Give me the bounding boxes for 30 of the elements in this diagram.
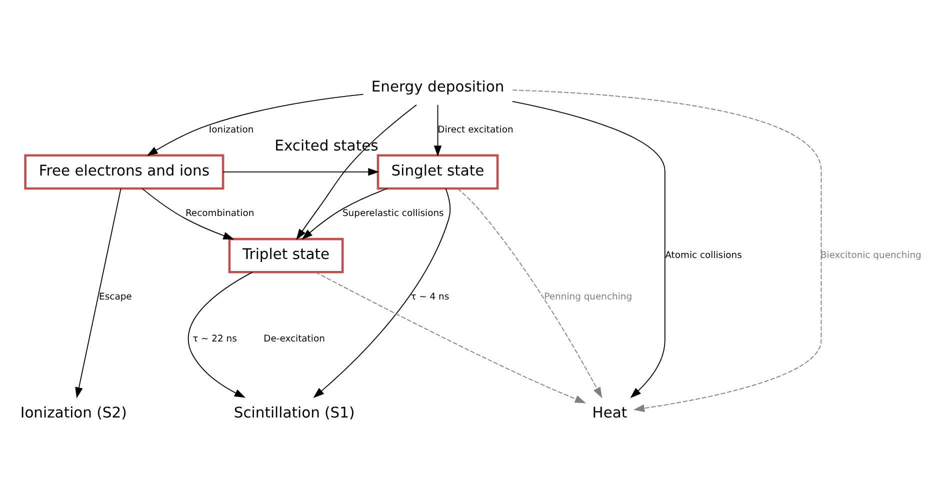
edge-label: Recombination [185,208,254,219]
arrow [75,188,122,398]
arrow [313,188,451,398]
label: De-excitation [264,333,325,344]
node-text: Heat [592,404,628,421]
node-box: Free electrons and ions [24,154,224,190]
arrow [457,188,602,398]
arrow [434,104,442,156]
edge-label: Superelastic collisions [342,208,444,219]
node-text: Scintillation (S1) [234,404,355,421]
arrow [146,93,364,156]
edge-label: Escape [99,291,132,302]
edge-label: τ ~ 22 ns [192,333,237,344]
edge-label: τ ~ 4 ns [410,291,450,302]
arrow [222,168,380,176]
arrow [296,104,417,240]
arrow [512,100,666,398]
arrow [315,271,586,403]
edge-label: Ionization [208,124,254,135]
edge-label: Penning quenching [544,291,632,302]
edge-label: Direct excitation [438,124,514,135]
node-box: Singlet state [376,154,499,190]
node-text: Energy deposition [371,78,504,96]
arrow [142,188,234,239]
arrow [302,188,388,240]
arrow [512,89,822,412]
node-box: Triplet state [228,237,344,273]
node-text: Ionization (S2) [20,404,127,421]
arrow [188,271,253,398]
edge-label: Biexcitonic quenching [820,249,922,260]
